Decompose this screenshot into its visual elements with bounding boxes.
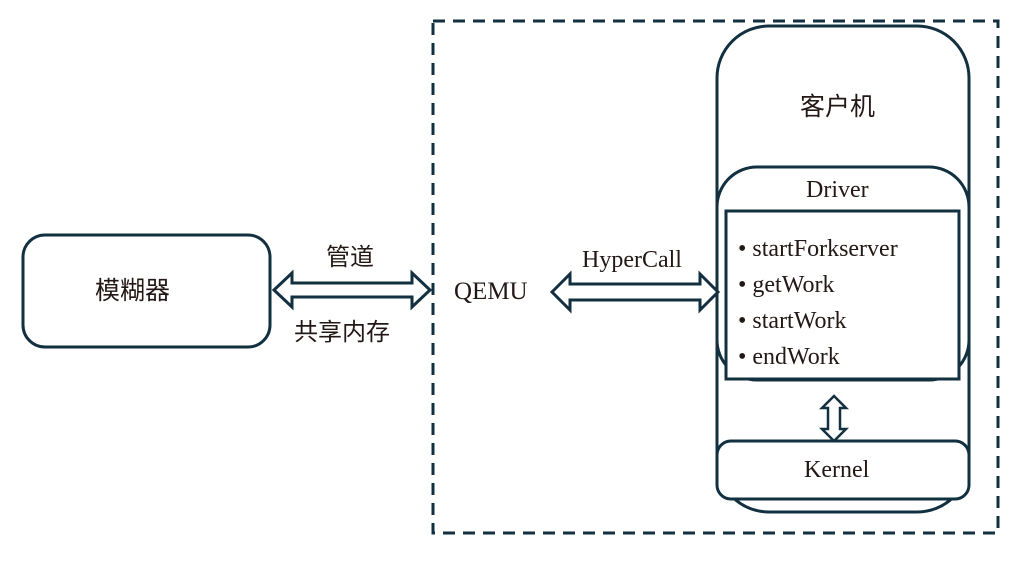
pipe-shm-double-arrow <box>271 269 433 311</box>
bullet-icon: • <box>738 344 753 370</box>
kernel-label: Kernel <box>804 457 870 483</box>
guest-label: 客户机 <box>800 92 876 121</box>
function-name: getWork <box>752 272 835 298</box>
driver-label: Driver <box>806 177 869 203</box>
function-name: startWork <box>752 308 847 334</box>
bullet-icon: • <box>738 308 753 334</box>
fuzzer-label: 模糊器 <box>95 276 171 305</box>
qemu-label: QEMU <box>454 278 528 305</box>
function-item: • endWork <box>738 339 898 375</box>
qemu-boundary <box>431 19 1000 535</box>
function-name: endWork <box>752 344 840 370</box>
driver-function-list: • startForkserver • getWork • startWork … <box>738 231 898 375</box>
kernel-box <box>715 439 971 501</box>
function-item: • getWork <box>738 267 898 303</box>
hypercall-double-arrow <box>549 270 721 314</box>
fuzzer-box <box>21 233 272 349</box>
function-name: startForkserver <box>752 236 898 262</box>
bullet-icon: • <box>738 272 753 298</box>
function-list-box <box>724 209 961 381</box>
pipe-label: 管道 <box>326 243 374 271</box>
function-item: • startForkserver <box>738 231 898 267</box>
bullet-icon: • <box>738 236 753 262</box>
function-item: • startWork <box>738 303 898 339</box>
shared-memory-label: 共享内存 <box>294 318 390 346</box>
hypercall-label: HyperCall <box>582 247 682 273</box>
driver-kernel-double-arrow <box>818 394 850 443</box>
